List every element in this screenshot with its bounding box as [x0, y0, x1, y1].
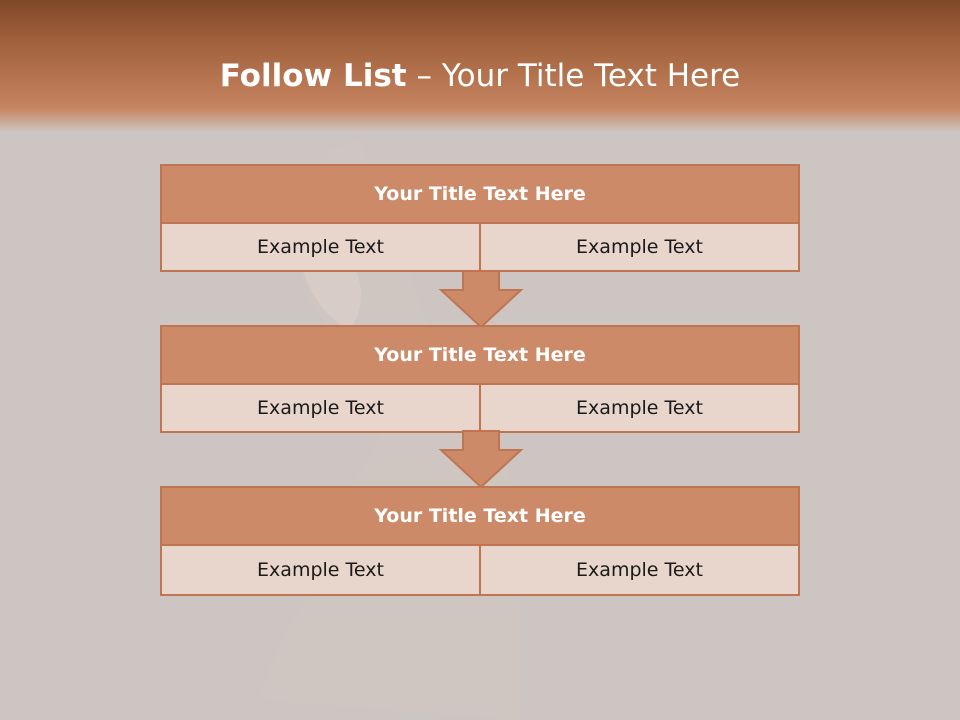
block-cell-left: Example Text	[257, 236, 384, 258]
block-cell-left: Example Text	[257, 397, 384, 419]
block-heading: Your Title Text Here	[162, 327, 798, 385]
block-cell-right: Example Text	[479, 546, 798, 594]
slide-title-bold: Follow List	[219, 58, 407, 94]
list-block-1: Your Title Text Here Example Text Exampl…	[160, 164, 800, 272]
list-block-2: Your Title Text Here Example Text Exampl…	[160, 325, 800, 433]
block-heading: Your Title Text Here	[162, 166, 798, 224]
slide-title: Follow List – Your Title Text Here	[0, 52, 960, 100]
block-cell-right: Example Text	[479, 224, 798, 270]
block-row: Example Text Example Text	[162, 385, 798, 431]
block-row: Example Text Example Text	[162, 224, 798, 270]
slide-title-rest: – Your Title Text Here	[406, 58, 741, 94]
block-cell-right: Example Text	[479, 385, 798, 431]
list-block-3: Your Title Text Here Example Text Exampl…	[160, 486, 800, 596]
block-row: Example Text Example Text	[162, 546, 798, 594]
block-cell-left: Example Text	[257, 559, 384, 581]
down-arrow-icon	[438, 430, 524, 489]
down-arrow-icon	[438, 270, 524, 329]
header-band	[0, 0, 960, 132]
block-heading: Your Title Text Here	[162, 488, 798, 546]
